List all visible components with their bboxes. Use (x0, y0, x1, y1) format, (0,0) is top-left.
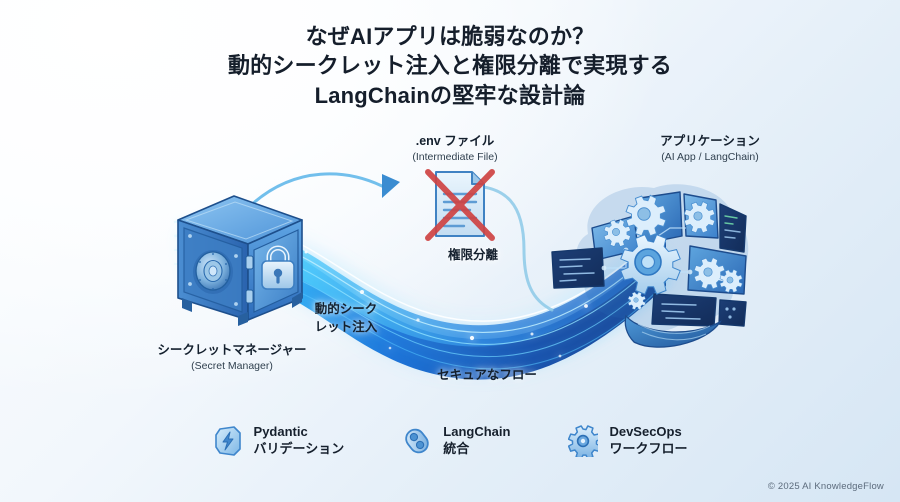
feature-pydantic-line1: Pydantic (253, 424, 308, 439)
env-file-label-main: .env ファイル (415, 134, 495, 148)
injection-label-line1: 動的シーク (314, 302, 378, 316)
application-label-sub: (AI App / LangChain) (661, 150, 759, 163)
env-file-label-sub: (Intermediate File) (412, 150, 498, 163)
ai-application-brain-illustration (551, 184, 749, 348)
gear-icon (568, 424, 599, 457)
injection-label-line2: レット注入 (314, 320, 378, 335)
env-file-blocked-illustration (425, 169, 495, 241)
title-line-3: LangChainの堅牢な設計論 (314, 82, 586, 108)
feature-row: Pydantic バリデーション LangChain 統合 (0, 424, 900, 457)
shield-bolt-icon (214, 425, 241, 456)
central-gear-icon (620, 234, 681, 295)
secret-manager-vault-illustration (177, 195, 303, 326)
chain-link-icon (405, 428, 430, 453)
feature-pydantic-text: Pydantic バリデーション (254, 424, 345, 457)
feature-langchain[interactable]: LangChain 統合 (402, 424, 510, 457)
feature-langchain-text: LangChain 統合 (443, 424, 510, 457)
feature-langchain-line1: LangChain (443, 424, 511, 439)
page-title: なぜAIアプリは脆弱なのか？ 動的シークレット注入と権限分離で実現する Lang… (0, 22, 900, 110)
privilege-separation-label: 権限分離 (447, 248, 498, 262)
application-label-main: アプリケーション (660, 134, 760, 148)
title-line-2: 動的シークレット注入と権限分離で実現する (227, 53, 672, 79)
feature-pydantic-line2: バリデーション (253, 440, 345, 456)
gear-icon (603, 194, 743, 310)
feature-devsecops-text: DevSecOps ワークフロー (609, 424, 687, 457)
feature-langchain-line2: 統合 (443, 440, 470, 456)
secret-manager-label: シークレットマネージャー (Secret Manager) (112, 343, 352, 373)
dynamic-secret-injection-label: 動的シーク レット注入 (296, 300, 396, 336)
env-file-label: .env ファイル (Intermediate File) (330, 134, 580, 164)
feature-devsecops[interactable]: DevSecOps ワークフロー (568, 424, 687, 457)
secret-manager-label-sub: (Secret Manager) (191, 359, 273, 372)
feature-devsecops-line1: DevSecOps (609, 424, 682, 439)
application-label: アプリケーション (AI App / LangChain) (570, 134, 850, 164)
footer-copyright: © 2025 AI KnowledgeFlow (767, 481, 884, 492)
red-cross-icon (425, 169, 495, 241)
secure-flow-label: セキュアなフロー (437, 368, 537, 382)
title-line-1: なぜAIアプリは脆弱なのか？ (305, 24, 595, 49)
secret-manager-label-main: シークレットマネージャー (157, 343, 307, 357)
feature-pydantic[interactable]: Pydantic バリデーション (213, 424, 345, 457)
feature-devsecops-line2: ワークフロー (609, 440, 688, 456)
